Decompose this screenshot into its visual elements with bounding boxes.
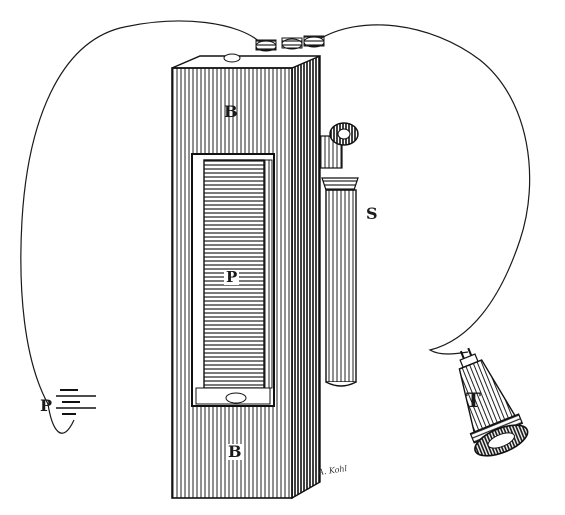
box-side-face: [291, 55, 321, 500]
label-box-top: B: [224, 102, 238, 121]
battery-symbol: [56, 389, 96, 415]
label-cylinder: S: [366, 204, 378, 223]
box-top-face: [171, 55, 321, 69]
cylinder-s: [319, 122, 359, 387]
circuit-wire-battery-return: [47, 403, 75, 434]
circuit-wire-left: [20, 20, 263, 405]
label-box-bottom: B: [226, 442, 244, 461]
label-plates: P: [224, 268, 240, 286]
label-telephone: T: [466, 388, 481, 412]
label-battery: P: [40, 396, 53, 415]
circuit-wire-right: [317, 24, 531, 355]
telephone-receiver: [458, 347, 529, 457]
terminal-screws: [223, 35, 325, 63]
